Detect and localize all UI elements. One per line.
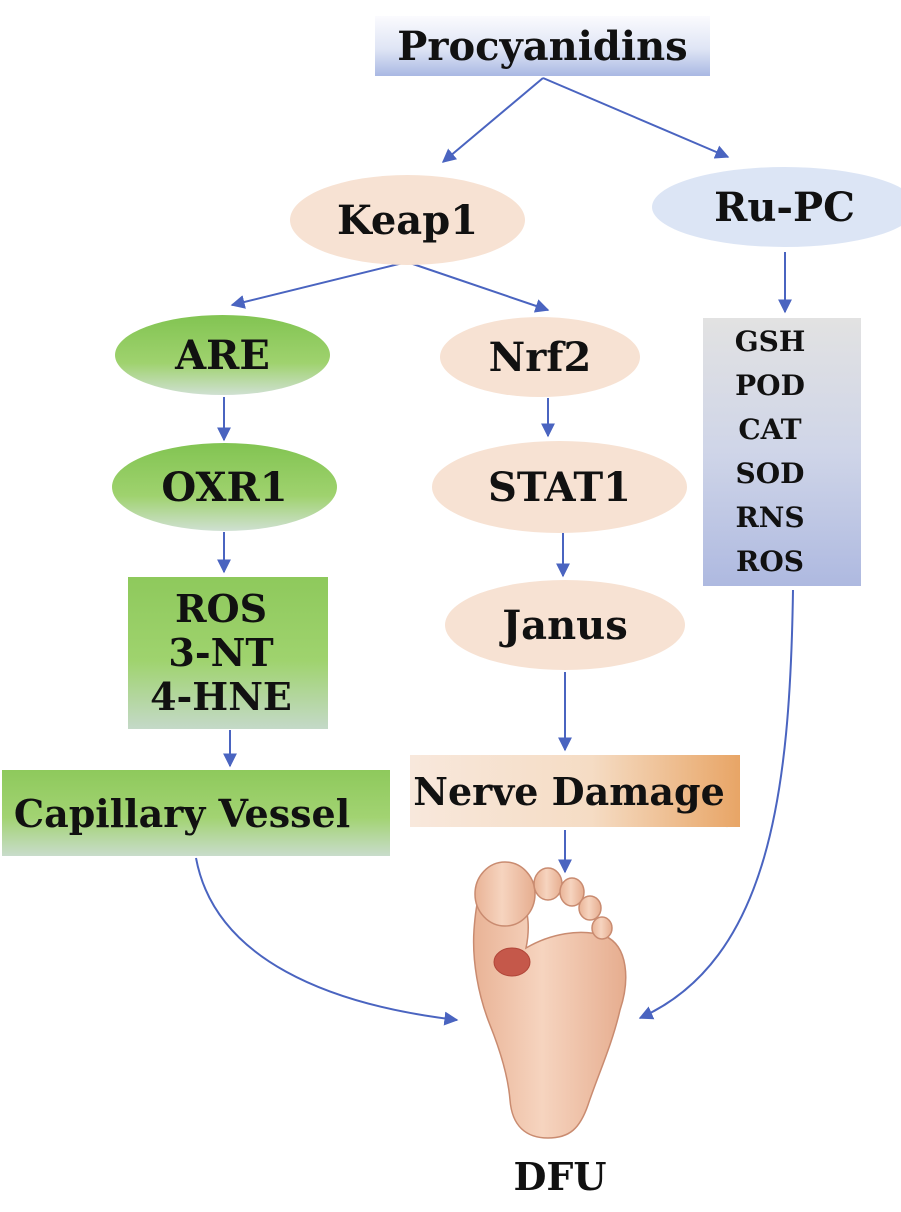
rupc-label: Ru-PC xyxy=(714,183,855,231)
janus-node: Janus xyxy=(445,580,685,670)
keap1-node: Keap1 xyxy=(290,175,525,265)
marker-item: SOD xyxy=(735,457,805,490)
arrow-keap1-are xyxy=(230,261,408,309)
procyanidins-label: Procyanidins xyxy=(397,22,688,70)
arrow-keap1-nrf2 xyxy=(406,261,550,313)
are-node: ARE xyxy=(115,315,330,395)
stat1-label: STAT1 xyxy=(488,463,631,511)
marker-item: POD xyxy=(735,369,805,402)
ros-group-item: ROS xyxy=(174,586,268,631)
oxr1-node: OXR1 xyxy=(112,443,337,531)
ros-group-box: ROS 3-NT 4-HNE xyxy=(128,577,328,729)
arrow-markers-dfu xyxy=(638,589,794,1020)
marker-item: GSH xyxy=(734,325,806,358)
foot-icon xyxy=(472,861,627,1139)
are-label: ARE xyxy=(175,331,270,379)
arrow-procyanidins-keap1 xyxy=(441,77,544,163)
nrf2-label: Nrf2 xyxy=(488,333,592,381)
stat1-node: STAT1 xyxy=(432,441,687,533)
ros-group-item: 4-HNE xyxy=(150,674,292,719)
rupc-node: Ru-PC xyxy=(652,167,901,247)
marker-list-box: GSH POD CAT SOD RNS ROS xyxy=(703,318,861,586)
nerve-damage-box: Nerve Damage xyxy=(410,755,740,827)
wound-icon xyxy=(493,947,531,977)
nrf2-node: Nrf2 xyxy=(440,317,640,397)
marker-item: CAT xyxy=(738,413,802,446)
ros-group-item: 3-NT xyxy=(168,630,274,675)
keap1-label: Keap1 xyxy=(336,196,479,244)
oxr1-label: OXR1 xyxy=(161,463,288,511)
capillary-vessel-label: Capillary Vessel xyxy=(13,790,351,836)
arrow-procyanidins-rupc xyxy=(542,77,730,159)
nerve-damage-label: Nerve Damage xyxy=(413,768,725,814)
arrow-capillary-dfu xyxy=(195,857,459,1026)
marker-item: RNS xyxy=(735,501,805,534)
marker-item: ROS xyxy=(736,545,804,578)
dfu-label: DFU xyxy=(513,1153,607,1199)
capillary-vessel-box: Capillary Vessel xyxy=(2,770,390,856)
janus-label: Janus xyxy=(502,601,628,649)
procyanidins-box: Procyanidins xyxy=(375,16,710,76)
